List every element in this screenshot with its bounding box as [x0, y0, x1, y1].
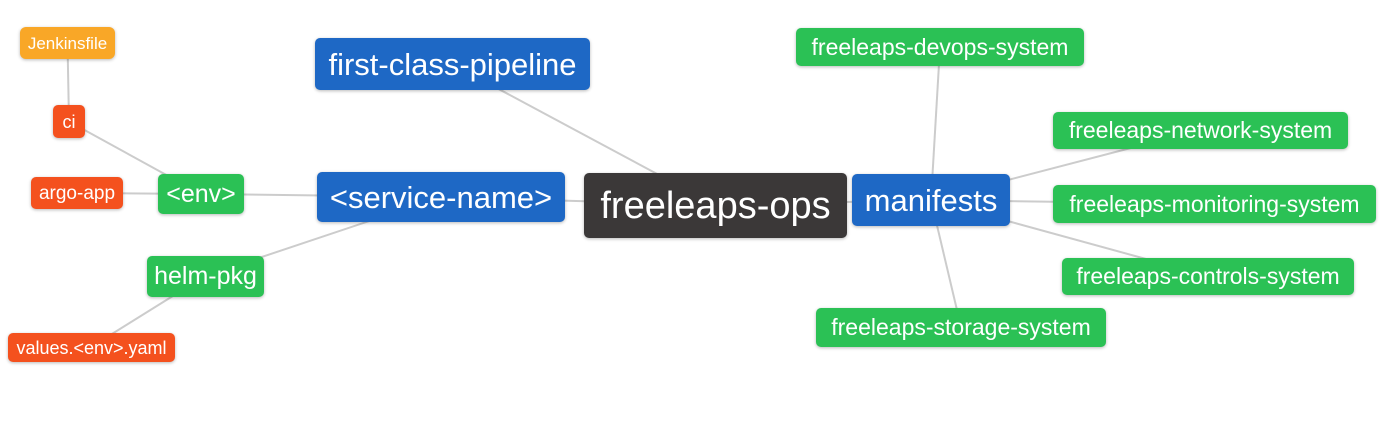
node-freeleaps-ops[interactable]: freeleaps-ops	[584, 173, 847, 238]
node-freeleaps-monitoring-system[interactable]: freeleaps-monitoring-system	[1053, 185, 1376, 223]
node-values-env-yaml[interactable]: values.<env>.yaml	[8, 333, 175, 362]
node-freeleaps-network-system[interactable]: freeleaps-network-system	[1053, 112, 1348, 149]
node-helm-pkg[interactable]: helm-pkg	[147, 256, 264, 297]
node-freeleaps-storage-system[interactable]: freeleaps-storage-system	[816, 308, 1106, 347]
node-service-name[interactable]: <service-name>	[317, 172, 565, 222]
node-freeleaps-controls-system[interactable]: freeleaps-controls-system	[1062, 258, 1354, 295]
node-first-class-pipeline[interactable]: first-class-pipeline	[315, 38, 590, 90]
node-ci[interactable]: ci	[53, 105, 85, 138]
node-jenkinsfile[interactable]: Jenkinsfile	[20, 27, 115, 59]
node-argo-app[interactable]: argo-app	[31, 177, 123, 209]
node-manifests[interactable]: manifests	[852, 174, 1010, 226]
node-env[interactable]: <env>	[158, 174, 244, 214]
node-freeleaps-devops-system[interactable]: freeleaps-devops-system	[796, 28, 1084, 66]
